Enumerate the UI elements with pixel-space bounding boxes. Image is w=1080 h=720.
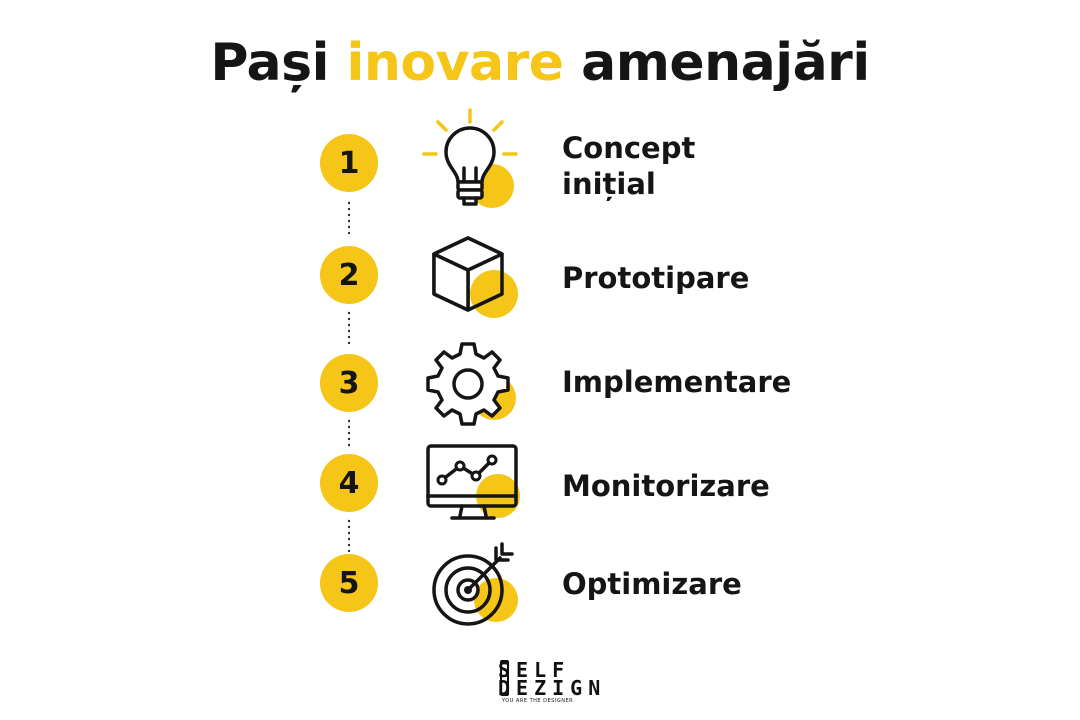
logo-line-2: DEZIGN bbox=[498, 676, 607, 700]
step-3: 3 Implementare bbox=[0, 328, 1080, 438]
step-number-badge: 2 bbox=[320, 246, 378, 304]
cube-icon bbox=[420, 224, 530, 334]
step-5: 5 Optimizare bbox=[0, 528, 1080, 638]
step-label: Optimizare bbox=[562, 566, 742, 602]
logo-tagline: YOU ARE THE DESIGNER bbox=[502, 698, 574, 704]
title-part-2: amenajări bbox=[563, 33, 870, 93]
step-number-badge: 1 bbox=[320, 134, 378, 192]
step-label: Implementare bbox=[562, 364, 791, 400]
connector-4-5 bbox=[348, 518, 350, 552]
step-label-line-2: inițial bbox=[562, 167, 656, 201]
connector-2-3 bbox=[348, 310, 350, 344]
connector-1-2 bbox=[348, 200, 350, 234]
brand-logo: SELF DEZIGN YOU ARE THE DESIGNER bbox=[490, 656, 600, 708]
step-label-line-1: Optimizare bbox=[562, 567, 742, 601]
step-number-badge: 5 bbox=[320, 554, 378, 612]
step-label: Concept inițial bbox=[562, 130, 695, 202]
page-title: Pași inovare amenajări bbox=[0, 28, 1080, 98]
step-4: 4 Monitorizare bbox=[0, 430, 1080, 540]
step-1: 1 Concept inițial bbox=[0, 108, 1080, 218]
connector-3-4 bbox=[348, 418, 350, 448]
ruler-icon bbox=[500, 660, 509, 696]
gear-icon bbox=[420, 332, 530, 442]
step-label-line-1: Monitorizare bbox=[562, 469, 770, 503]
title-accent: inovare bbox=[346, 33, 564, 93]
step-label-line-1: Implementare bbox=[562, 365, 792, 399]
step-number-badge: 4 bbox=[320, 454, 378, 512]
title-part-1: Pași bbox=[210, 33, 347, 93]
lightbulb-icon bbox=[420, 108, 530, 218]
step-label-line-1: Prototipare bbox=[562, 261, 750, 295]
step-label: Monitorizare bbox=[562, 468, 770, 504]
step-2: 2 Prototipare bbox=[0, 222, 1080, 332]
step-number-badge: 3 bbox=[320, 354, 378, 412]
step-label-line-1: Concept bbox=[562, 131, 696, 165]
monitor-chart-icon bbox=[420, 434, 530, 544]
step-label: Prototipare bbox=[562, 260, 749, 296]
logo-line-1: SELF bbox=[498, 658, 571, 682]
target-icon bbox=[420, 534, 530, 644]
